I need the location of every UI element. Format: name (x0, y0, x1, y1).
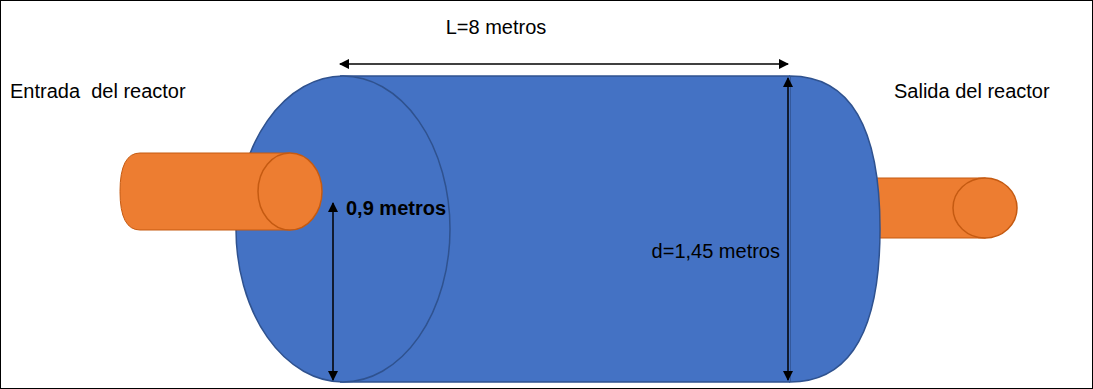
diameter-label: d=1,45 metros (652, 240, 780, 263)
inlet-label: Entrada del reactor (10, 80, 186, 103)
reactor-vessel (236, 76, 880, 382)
inlet-dimension (332, 203, 334, 380)
length-label: L=8 metros (446, 16, 547, 39)
outlet-pipe (860, 178, 1017, 238)
inlet-pipe (120, 153, 322, 230)
outlet-label: Salida del reactor (894, 80, 1050, 103)
diameter-dimension (787, 78, 789, 380)
length-dimension (340, 63, 788, 65)
inlet-dimension-label: 0,9 metros (346, 197, 446, 220)
